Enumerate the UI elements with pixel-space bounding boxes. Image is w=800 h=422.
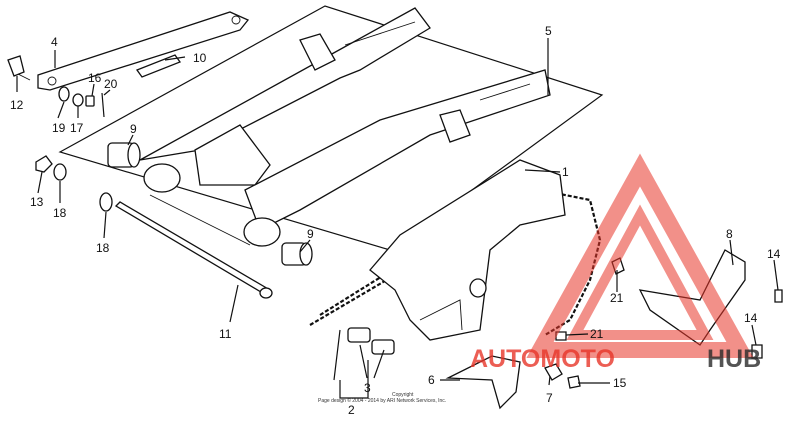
chain-case <box>369 159 566 341</box>
swingarm <box>139 7 551 247</box>
callout-18a: 18 <box>53 206 67 220</box>
bolt-14-top <box>774 289 783 303</box>
bolt-12 <box>7 55 31 81</box>
torque-link <box>37 11 250 91</box>
nut-16 <box>85 95 95 107</box>
washer-19 <box>58 86 70 102</box>
copyright-line2: Page design © 2004 - 2014 by ARI Network… <box>318 397 446 404</box>
adjuster-plate <box>135 54 182 78</box>
callout-15: 15 <box>613 376 627 390</box>
callout-5: 5 <box>545 24 552 38</box>
callout-16: 16 <box>88 71 102 85</box>
callout-8: 8 <box>726 227 733 241</box>
watermark-text-dark: HUB <box>707 345 761 373</box>
washer-18-left <box>53 163 67 181</box>
callout-14a: 14 <box>767 247 781 261</box>
callout-11: 11 <box>219 327 232 341</box>
callout-21a: 21 <box>610 291 624 305</box>
watermark-text-red: AUTOMOTO <box>470 345 615 373</box>
nut-13 <box>35 155 53 173</box>
callout-12: 12 <box>10 98 24 112</box>
callout-9a: 9 <box>130 122 137 136</box>
washer-17 <box>72 93 84 107</box>
bushing-lower <box>281 242 313 266</box>
pin-20 <box>101 92 105 118</box>
bolt-14-bottom <box>751 344 763 359</box>
callout-19: 19 <box>52 121 66 135</box>
chain-slider <box>445 355 521 410</box>
callout-3: 3 <box>364 381 371 395</box>
callout-labels: 1 2 3 4 5 6 7 8 9 9 10 11 12 13 14 14 15… <box>10 24 781 417</box>
callout-17: 17 <box>70 121 84 135</box>
callout-2: 2 <box>348 403 355 417</box>
bushing-upper <box>107 142 141 168</box>
leader-lines <box>16 38 779 399</box>
callout-4: 4 <box>51 35 58 49</box>
callout-14b: 14 <box>744 311 758 325</box>
pivot-bolt <box>114 201 271 296</box>
callout-6: 6 <box>428 373 435 387</box>
callout-7: 7 <box>546 391 553 405</box>
callout-21b: 21 <box>590 327 604 341</box>
washer-18-axle <box>99 192 113 212</box>
callout-1: 1 <box>562 165 569 179</box>
copyright-line1: Copyright <box>392 392 414 398</box>
watermark-logo <box>526 153 754 358</box>
bolt-15 <box>567 375 581 389</box>
master-link <box>347 327 395 355</box>
drive-chain <box>309 188 602 336</box>
callout-13: 13 <box>30 195 44 209</box>
callout-9b: 9 <box>307 227 314 241</box>
callout-18b: 18 <box>96 241 110 255</box>
callout-10: 10 <box>193 51 207 65</box>
callout-20: 20 <box>104 77 118 91</box>
